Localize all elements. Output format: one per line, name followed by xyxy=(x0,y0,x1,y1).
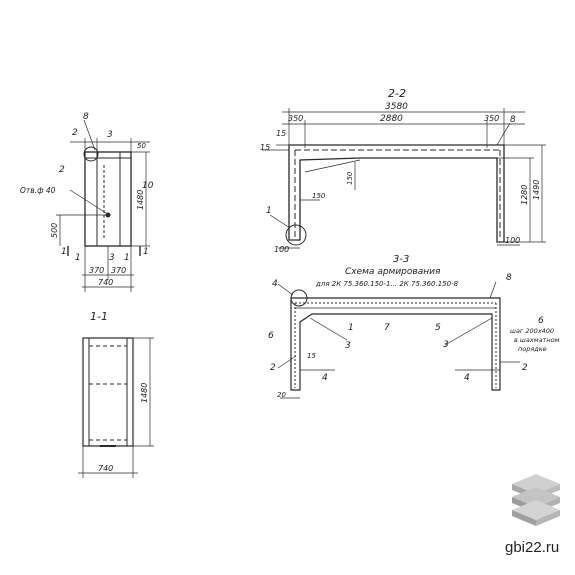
dim-1480-front: 1480 xyxy=(136,190,145,210)
section-2-2-haunch xyxy=(304,159,361,173)
dim-350-right: 350 xyxy=(484,114,499,123)
section-1-1-outline xyxy=(82,337,134,447)
dim-20: 20 xyxy=(277,391,286,399)
leader-8b xyxy=(496,122,511,146)
dim-1480-section: 1480 xyxy=(140,383,149,403)
mark-3-left: 3 xyxy=(345,341,351,351)
leader-4a xyxy=(277,283,294,296)
dim-150-v: 150 xyxy=(346,171,354,185)
mark-6-left: 6 xyxy=(268,331,274,341)
mark-4-right: 4 xyxy=(464,373,470,383)
scheme-subtitle: для 2К 75.360.150-1... 2К 75.360.150-8 xyxy=(315,280,459,288)
dim-370-right: 370 xyxy=(111,266,126,275)
mark-8-section33: 8 xyxy=(506,273,512,283)
hole-leader xyxy=(69,189,107,214)
dim-150-h: 150 xyxy=(312,192,326,200)
front-view xyxy=(56,119,150,292)
mark-1-front-left: 1 xyxy=(61,247,67,257)
dim-15-top: 15 xyxy=(276,129,286,138)
mark-2-front-top: 2 xyxy=(72,128,78,138)
dim-370-left: 370 xyxy=(89,266,104,275)
mark-2-left: 2 xyxy=(270,363,276,373)
step-note-line3: порядке xyxy=(518,345,547,353)
mark-2-front-side: 2 xyxy=(59,165,65,175)
dim-740-section: 740 xyxy=(98,464,113,473)
section-3-3-view xyxy=(277,281,520,399)
dim-100-right-text: 100 xyxy=(505,236,520,245)
dim-1490-right: 1490 xyxy=(532,180,541,200)
section-1-1-title: 1-1 xyxy=(90,310,108,323)
step-note-line1: шаг 200х400 xyxy=(510,327,554,335)
mark-10: 10 xyxy=(142,181,154,191)
dim-2880: 2880 xyxy=(380,114,403,124)
section-3-3-outline xyxy=(290,297,501,391)
dim-3580: 3580 xyxy=(385,102,408,112)
dim-1280: 1280 xyxy=(520,185,529,205)
dim-50: 50 xyxy=(137,142,146,150)
section-3-3-title: 3-3 xyxy=(393,254,409,265)
leader-1 xyxy=(269,214,291,229)
leader-2c xyxy=(277,355,297,369)
scheme-title: Схема армирования xyxy=(345,267,441,277)
hole-label: Отв.ф 40 xyxy=(20,186,56,195)
mark-4-section33: 4 xyxy=(272,279,278,289)
mark-2-right: 2 xyxy=(522,363,528,373)
mark-4-left: 4 xyxy=(322,373,328,383)
section-1-1-view xyxy=(78,337,154,478)
leader-3b xyxy=(444,317,493,346)
section-2-2-view xyxy=(262,108,546,249)
watermark-logo-icon xyxy=(512,474,560,526)
mark-1-front-right: 1 xyxy=(143,247,149,257)
dim-15-side: 15 xyxy=(260,143,270,152)
mark-6-right: 6 xyxy=(538,316,544,326)
mark-1-middle: 1 xyxy=(348,323,354,333)
mark-3-right: 3 xyxy=(443,340,449,350)
section-2-2-title: 2-2 xyxy=(388,87,406,100)
mark-8-section22: 8 xyxy=(510,115,516,125)
mark-3-front: 3 xyxy=(107,130,113,140)
leader-8c xyxy=(489,281,497,299)
mark-5: 5 xyxy=(435,323,441,333)
front-view-outline xyxy=(84,151,132,247)
dim-500: 500 xyxy=(50,223,59,238)
mark-8-front: 8 xyxy=(83,112,89,122)
dim-740-front: 740 xyxy=(98,278,113,287)
leader-8 xyxy=(83,119,96,151)
mark-2-front-bottom: 1 xyxy=(75,253,81,263)
dim-350-left: 350 xyxy=(288,114,303,123)
detail-circle-top xyxy=(83,146,99,162)
mark-3-front-bottom: 3 xyxy=(109,253,115,263)
dim-100-left-text: 100 xyxy=(274,245,289,254)
mark-1-front-bottom: 1 xyxy=(124,253,130,263)
mark-1-section22: 1 xyxy=(266,206,272,216)
detail-circle-4 xyxy=(290,289,308,307)
detail-circle-1 xyxy=(285,224,307,246)
watermark-site: gbi22.ru xyxy=(505,539,559,556)
mark-7: 7 xyxy=(384,323,390,333)
leader-3a xyxy=(309,317,348,341)
section-2-2-outline xyxy=(288,144,505,243)
step-note-line2: в шахматном xyxy=(514,336,560,344)
mark-15: 15 xyxy=(307,352,316,360)
